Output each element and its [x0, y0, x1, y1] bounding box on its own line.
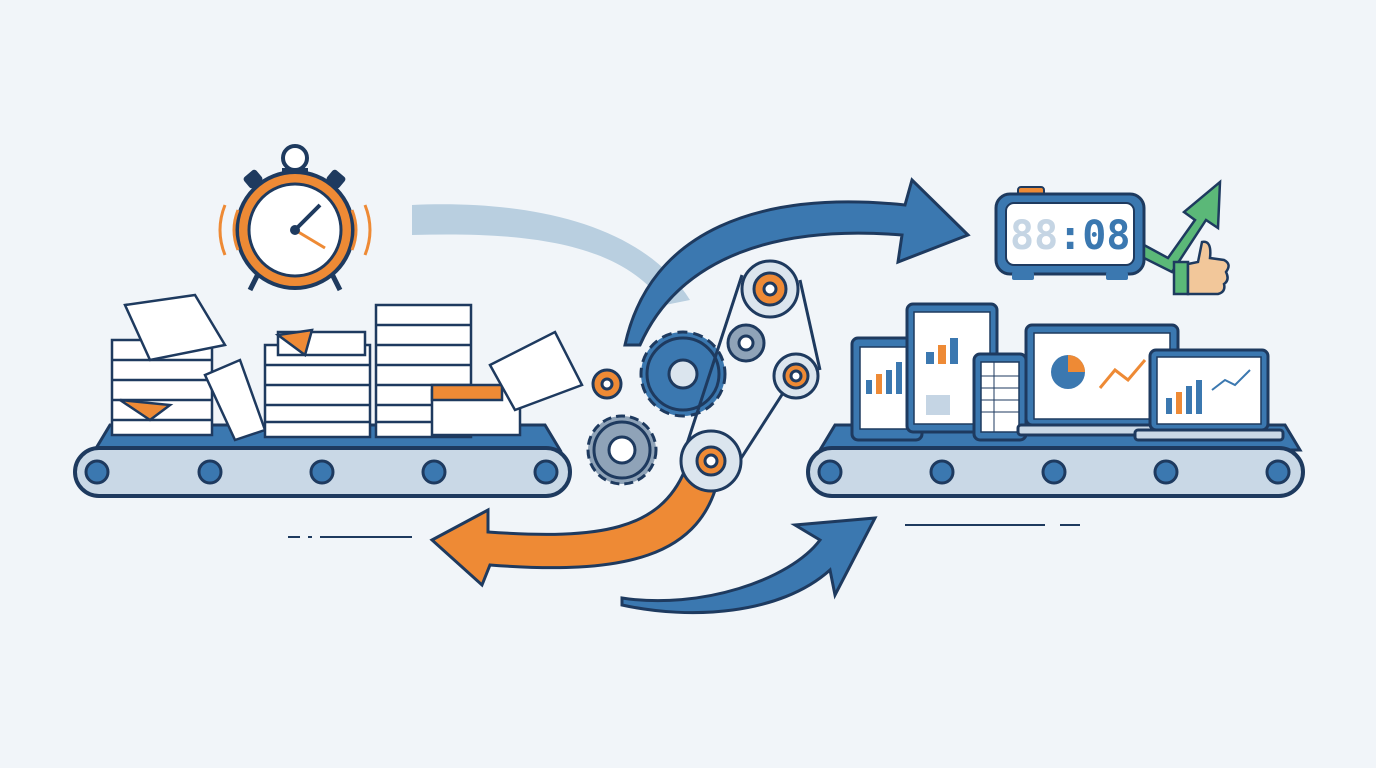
thumbs-up-icon — [1172, 240, 1230, 296]
pulley-icon — [679, 259, 822, 493]
laptop-icon — [1016, 323, 1188, 437]
decorative-lines — [288, 524, 1080, 538]
process-arrow-bottom — [620, 516, 878, 615]
faded-arrow — [412, 204, 690, 305]
process-arrow-top — [623, 177, 971, 347]
clock-digits-lit: 08 — [1082, 213, 1130, 259]
clock-digits-dim: 88 — [1010, 213, 1058, 259]
clock-separator: : — [1058, 213, 1082, 259]
tablet-icon — [850, 336, 924, 442]
clock-display: 88:08 — [1010, 213, 1130, 259]
trend-arrow-icon — [1142, 179, 1222, 274]
stopwatch-icon — [218, 144, 372, 292]
paper-stack-icon — [110, 293, 584, 442]
digital-clock-icon: 88:08 — [994, 186, 1146, 280]
laptop-chart-icon — [1133, 348, 1285, 442]
tablet-spreadsheet-icon — [972, 352, 1028, 442]
gear-icon — [586, 323, 766, 486]
return-arrow — [429, 468, 722, 588]
